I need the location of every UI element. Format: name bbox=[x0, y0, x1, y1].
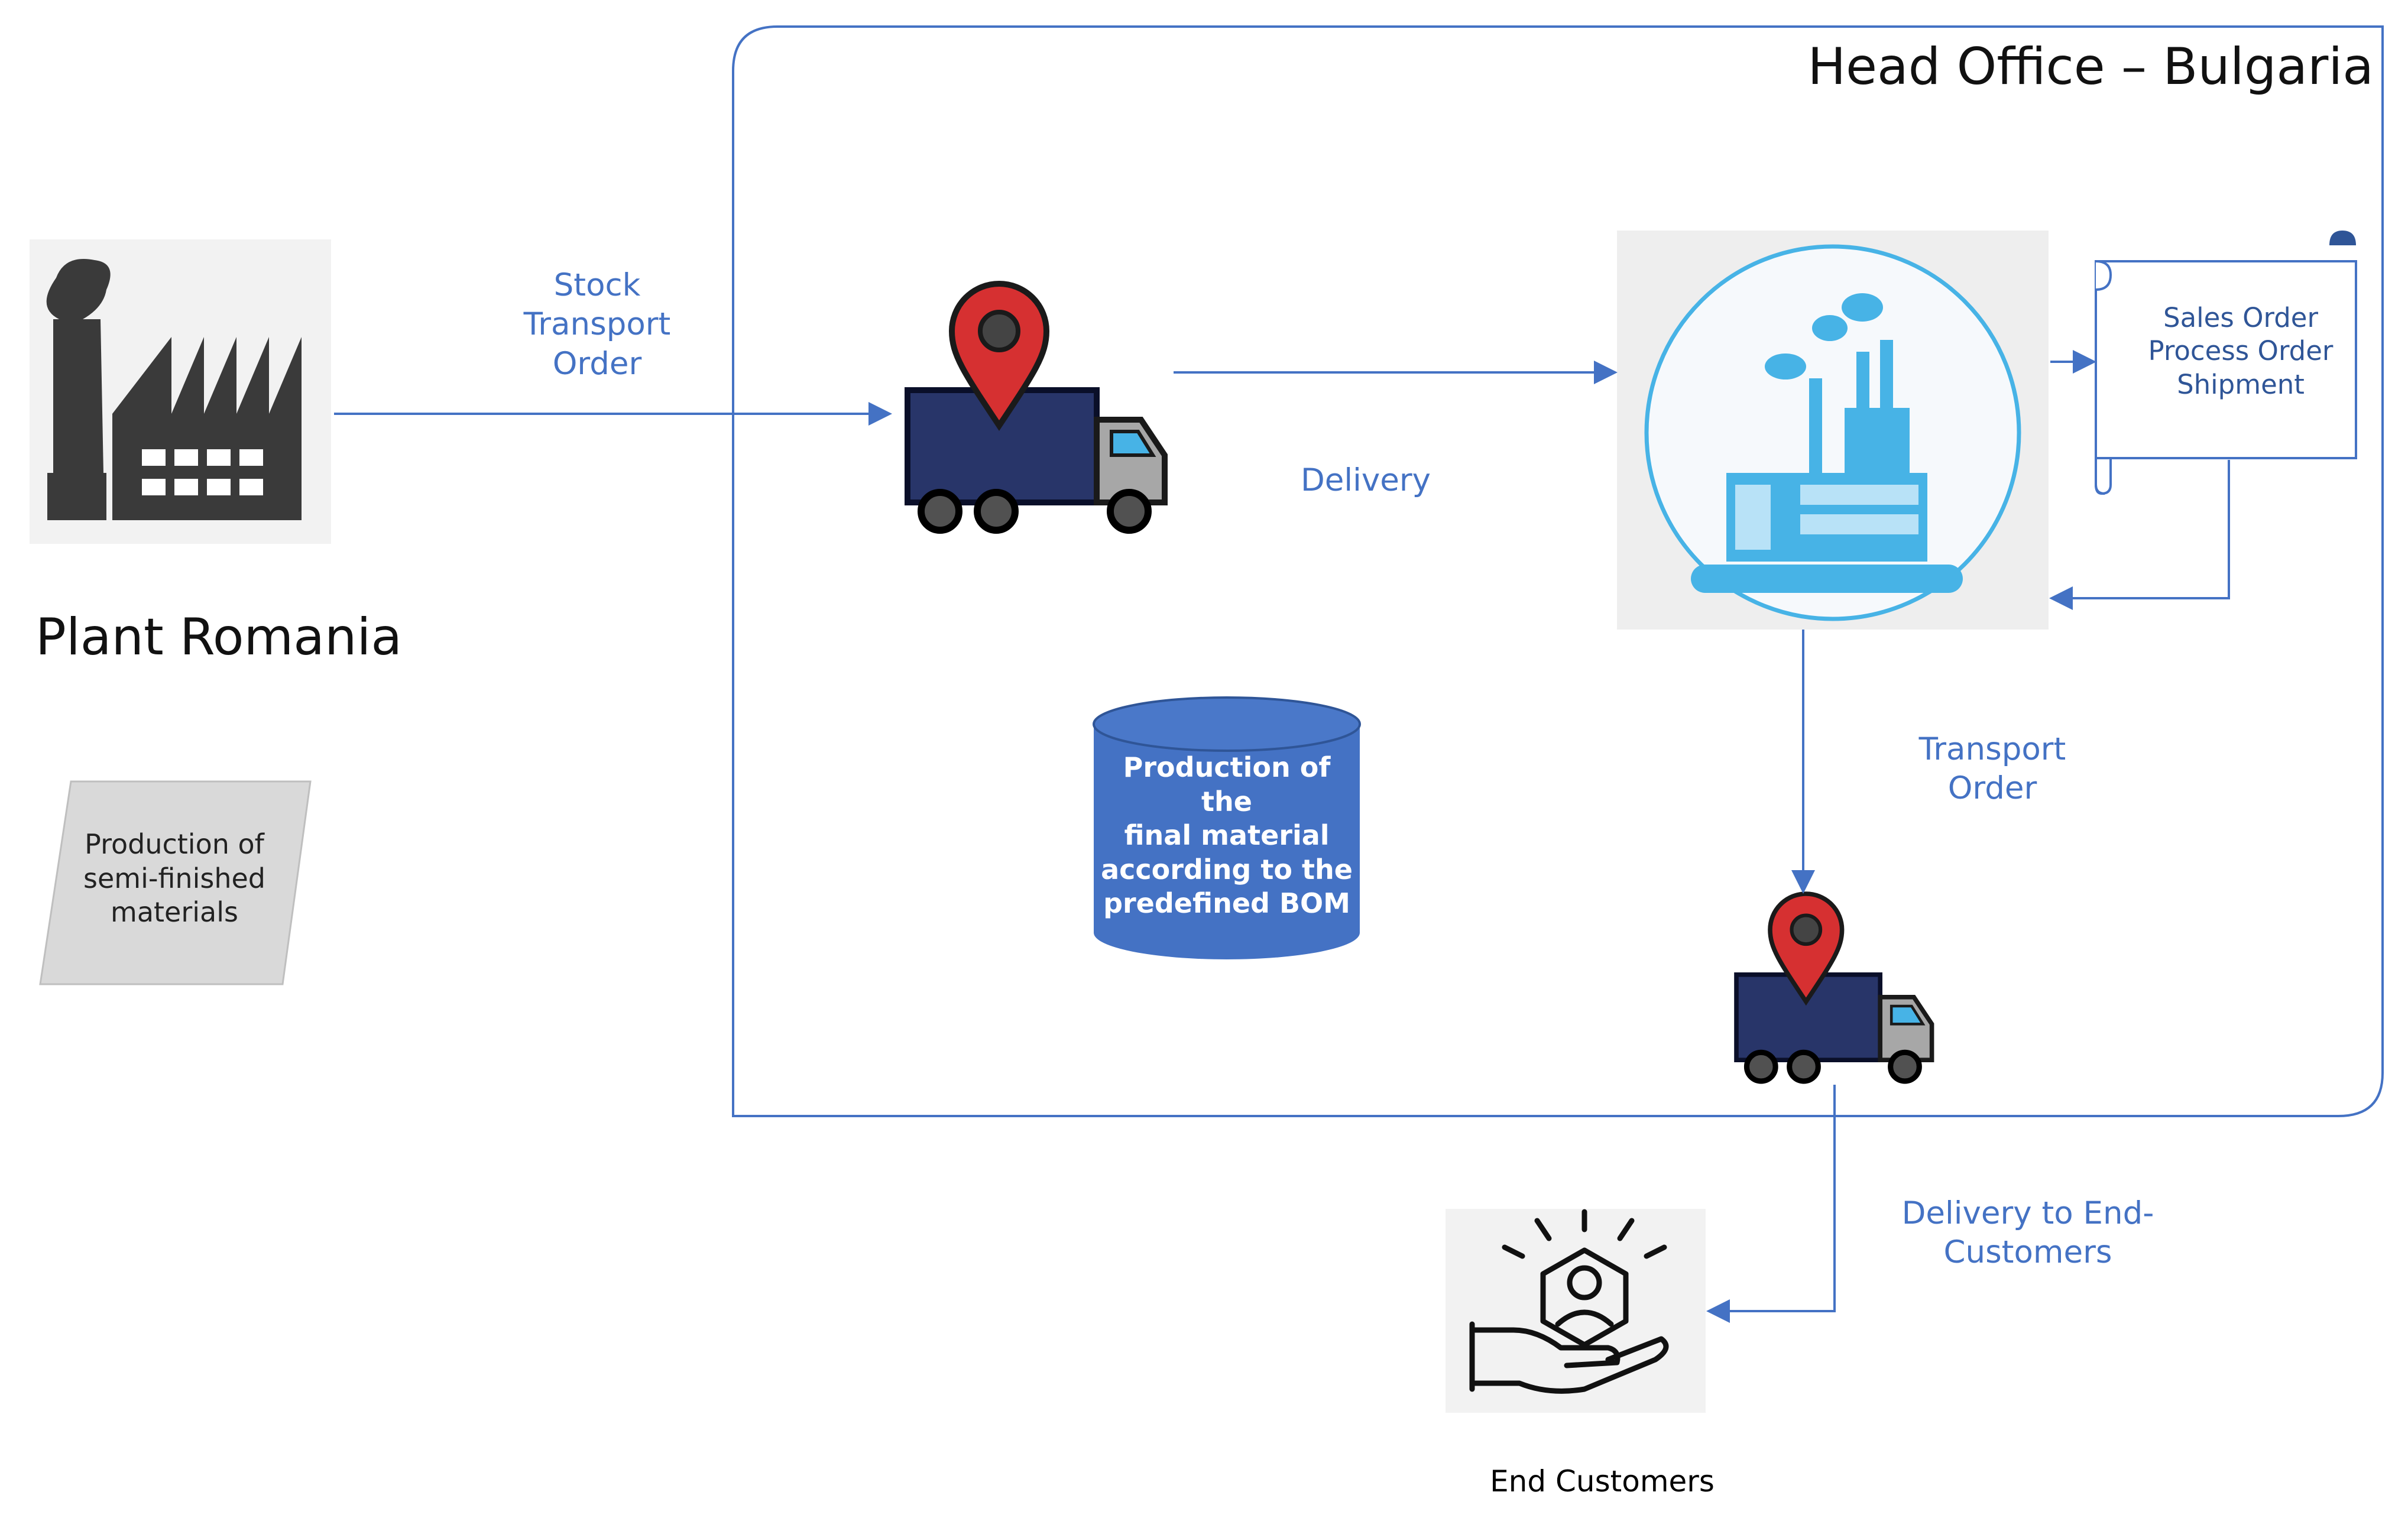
factory-icon bbox=[30, 239, 331, 544]
stock-transport-order-label: Stock Transport Order bbox=[523, 267, 671, 382]
customer-care-icon bbox=[1446, 1209, 1706, 1413]
plant-romania-label: Plant Romania bbox=[35, 608, 403, 667]
production-cylinder-label: Production of the final material accordi… bbox=[1101, 751, 1353, 919]
transport-order-label: Transport Order bbox=[1918, 731, 2066, 807]
delivery-label: Delivery bbox=[1301, 462, 1431, 498]
head-office-label: Head Office – Bulgaria bbox=[1807, 37, 2374, 96]
arrow-truck-to-end-customers bbox=[1706, 1085, 1836, 1323]
factory-icon bbox=[1617, 231, 2049, 630]
head-office-boundary bbox=[732, 25, 2384, 1117]
flow-arrows bbox=[334, 350, 2230, 1323]
end-customers-label: End Customers bbox=[1490, 1464, 1715, 1498]
delivery-to-end-customers-label: Delivery to End- Customers bbox=[1901, 1195, 2154, 1271]
plant-production-note: Production of semi-finished materials bbox=[83, 828, 265, 928]
documents-list: Sales Order Process Order Shipment bbox=[2148, 302, 2334, 400]
arrow-documents-to-factory bbox=[2049, 460, 2230, 610]
plant-production-note-shape bbox=[39, 780, 312, 985]
documents-scroll-shape bbox=[2095, 231, 2357, 495]
production-cylinder bbox=[1093, 696, 1361, 959]
